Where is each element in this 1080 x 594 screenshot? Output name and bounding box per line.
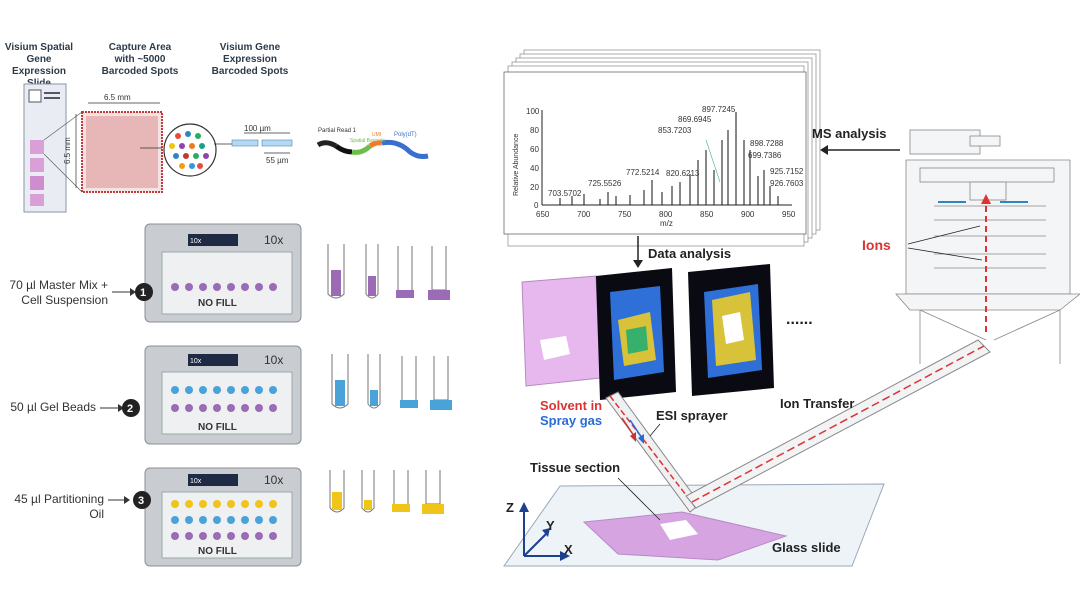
tissue-image (521, 275, 601, 387)
chip-3: 10x G 10x NO FILL (144, 467, 302, 567)
svg-text:925.7152: 925.7152 (770, 167, 804, 176)
step-1-label: 70 µl Master Mix +Cell Suspension (9, 278, 108, 307)
svg-text:699.7386: 699.7386 (748, 151, 782, 160)
read-label-1: Spatial Barcode (350, 138, 386, 144)
svg-text:898.7288: 898.7288 (750, 139, 784, 148)
svg-text:1: 1 (140, 287, 146, 299)
dim-100-label: 100 µm (244, 124, 271, 133)
tubes-row-1 (327, 244, 450, 300)
svg-text:Y: Y (546, 518, 555, 533)
svg-text:10x: 10x (264, 233, 283, 247)
svg-text:G: G (230, 236, 237, 246)
data-analysis-label: Data analysis (648, 246, 731, 261)
svg-text:869.6945: 869.6945 (678, 115, 712, 124)
barcoded-spots-circle (163, 123, 217, 177)
svg-text:X: X (564, 542, 573, 557)
svg-text:60: 60 (530, 145, 539, 154)
svg-text:G: G (230, 476, 237, 486)
svg-text:Relative Abundance: Relative Abundance (513, 134, 520, 196)
svg-text:40: 40 (530, 164, 539, 173)
ion-transfer-label: Ion Transfer (780, 396, 854, 411)
read-label-0: Partial Read 1 (318, 128, 357, 134)
svg-text:m/z: m/z (660, 219, 673, 228)
svg-text:G: G (230, 356, 237, 366)
svg-text:0: 0 (534, 201, 539, 210)
spots-label: Visium Gene Expression Barcoded Spots (211, 42, 289, 77)
step-2-badge (122, 399, 140, 417)
svg-text:Z: Z (506, 500, 514, 515)
svg-text:853.7203: 853.7203 (658, 126, 692, 135)
read-label-2: UMI (372, 132, 381, 138)
svg-text:10x: 10x (190, 238, 202, 245)
mass-spectrum (541, 110, 792, 206)
capture-area-label: Capture Area with ~5000 Barcoded Spots (101, 42, 179, 77)
svg-text:725.5526: 725.5526 (588, 179, 622, 188)
svg-text:750: 750 (618, 210, 632, 219)
dim-v-label: 6.5 mm (63, 137, 72, 164)
svg-text:703.5702: 703.5702 (548, 189, 582, 198)
svg-text:100: 100 (526, 107, 540, 116)
dim-h-label: 6.5 mm (104, 93, 131, 102)
svg-text:NO FILL: NO FILL (198, 422, 237, 433)
heatmap-1 (596, 268, 676, 400)
svg-text:2: 2 (127, 403, 133, 415)
glass-slide-label: Glass slide (772, 540, 841, 555)
read-label-3: Poly(dT) (394, 132, 417, 138)
svg-text:NO FILL: NO FILL (198, 298, 237, 309)
solvent-in-label: Solvent in (540, 398, 602, 413)
ms-instrument (895, 129, 1080, 364)
step-3-badge (133, 491, 151, 509)
svg-text:950: 950 (782, 210, 796, 219)
step-3-label: 45 µl Partitioning Oil (14, 492, 104, 521)
svg-text:80: 80 (530, 126, 539, 135)
svg-text:10x: 10x (264, 473, 283, 487)
svg-text:820.6213: 820.6213 (666, 169, 700, 178)
peak-labels: 703.5702 725.5526 772.5214 820.6213 853.… (548, 105, 804, 198)
svg-text:700: 700 (577, 210, 591, 219)
dim-55-label: 55 µm (266, 156, 289, 165)
read-structure (316, 139, 429, 159)
svg-text:800: 800 (659, 210, 673, 219)
esi-sprayer-label: ESI sprayer (656, 408, 728, 423)
tubes-row-2 (331, 354, 452, 410)
svg-text:772.5214: 772.5214 (626, 168, 660, 177)
tissue-section-label: Tissue section (530, 460, 620, 475)
oligo-strips (231, 132, 293, 154)
ellipsis: ...... (786, 311, 813, 328)
chip-1: 10x G 10x NO FILL (144, 223, 302, 323)
svg-text:NO FILL: NO FILL (198, 546, 237, 557)
capture-area (81, 111, 163, 193)
right-illustration: 0 20 40 60 80 100 650 700 750 800 850 90… (503, 49, 1080, 567)
left-illustration: 100 µm 55 µm 6.5 mm 6.5 mm Partial Read … (23, 83, 452, 567)
spray-gas-label: Spray gas (540, 413, 602, 428)
xyz-axes (519, 502, 570, 561)
chip-2: 10x G 10x NO FILL (144, 345, 302, 445)
svg-text:850: 850 (700, 210, 714, 219)
ms-analysis-label: MS analysis (812, 126, 886, 141)
visium-slide (23, 83, 67, 213)
svg-text:897.7245: 897.7245 (702, 105, 736, 114)
svg-text:650: 650 (536, 210, 550, 219)
glass-slide (503, 483, 885, 567)
svg-text:10x: 10x (264, 353, 283, 367)
tubes-row-3 (329, 470, 444, 514)
svg-text:10x: 10x (190, 478, 202, 485)
ions-label: Ions (862, 237, 891, 253)
heatmap-2 (688, 264, 774, 396)
svg-text:10x: 10x (190, 358, 202, 365)
svg-text:926.7603: 926.7603 (770, 179, 804, 188)
step-1-badge (135, 283, 153, 301)
svg-text:900: 900 (741, 210, 755, 219)
step-2-label: 50 µl Gel Beads (10, 400, 96, 414)
svg-text:20: 20 (530, 183, 539, 192)
svg-text:3: 3 (138, 495, 144, 507)
ion-transfer-tube (685, 339, 991, 509)
